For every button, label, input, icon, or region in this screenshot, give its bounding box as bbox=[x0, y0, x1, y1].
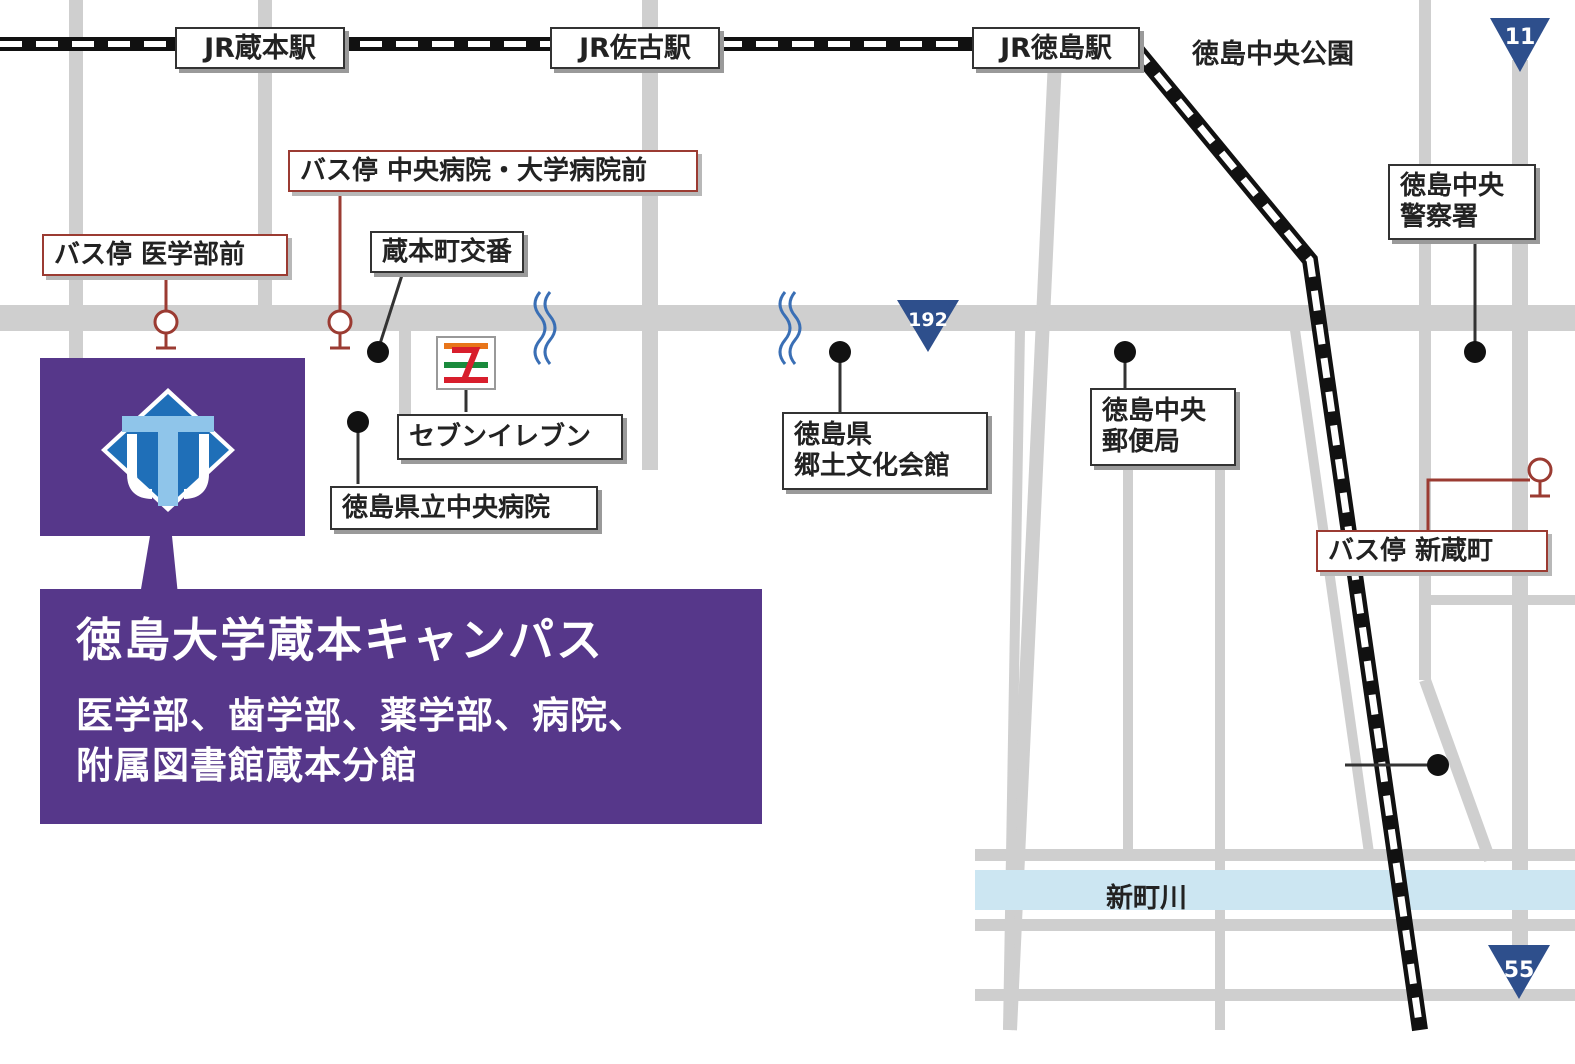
koban-dot bbox=[367, 341, 389, 363]
junction-dot bbox=[1427, 754, 1449, 776]
bus-stop-pin-chuo bbox=[327, 309, 353, 335]
campus-name: 徳島大学蔵本キャンパス bbox=[76, 613, 604, 667]
river-label: 新町川 bbox=[1106, 883, 1187, 914]
landmark-label-police[interactable]: 徳島中央 警察署 bbox=[1388, 164, 1536, 240]
landmark-dots bbox=[347, 341, 1486, 776]
route-11-number: 11 bbox=[1505, 25, 1536, 50]
bus-stop-label-shinkuramachi[interactable]: バス停 新蔵町 bbox=[1316, 530, 1548, 572]
route-192-shield bbox=[897, 300, 959, 352]
landmark-label-post-office[interactable]: 徳島中央 郵便局 bbox=[1090, 388, 1236, 466]
route-11-shield bbox=[1490, 18, 1550, 72]
wave-marks bbox=[533, 291, 802, 365]
police-line2: 警察署 bbox=[1400, 202, 1479, 232]
post-line2: 郵便局 bbox=[1102, 427, 1181, 457]
bus-stop-pins bbox=[153, 192, 1553, 540]
post-office-dot bbox=[1114, 341, 1136, 363]
campus-faculties-line1: 医学部、歯学部、薬学部、病院、 bbox=[76, 694, 646, 737]
station-label-kuramoto[interactable]: JR蔵本駅 bbox=[175, 27, 345, 69]
hospital-dot bbox=[347, 411, 369, 433]
station-label-sako[interactable]: JR佐古駅 bbox=[550, 27, 720, 69]
station-label-tokushima[interactable]: JR徳島駅 bbox=[972, 27, 1140, 69]
route-shields: 11 192 55 bbox=[897, 18, 1550, 999]
landmark-label-bunka-kaikan[interactable]: 徳島県 郷土文化会館 bbox=[782, 412, 988, 490]
bus-stop-pin-shinkuramachi bbox=[1527, 457, 1553, 483]
campus-faculties-line2: 附属図書館蔵本分館 bbox=[76, 743, 418, 787]
shinmachi-river bbox=[975, 870, 1575, 910]
post-line1: 徳島中央 bbox=[1102, 395, 1207, 426]
campus-info-box[interactable]: 徳島大学蔵本キャンパス 医学部、歯学部、薬学部、病院、 附属図書館蔵本分館 bbox=[40, 589, 762, 824]
campus-callout-pointer bbox=[140, 536, 178, 595]
seven-eleven-logo bbox=[436, 336, 496, 390]
route-55-number: 55 bbox=[1504, 958, 1535, 983]
bunka-line1: 徳島県 bbox=[794, 419, 873, 450]
bunka-dot bbox=[829, 341, 851, 363]
route-192-number: 192 bbox=[908, 309, 948, 331]
campus-logo-box bbox=[40, 358, 305, 536]
bus-stop-label-igakubu[interactable]: バス停 医学部前 bbox=[42, 234, 288, 276]
bus-stop-label-chuo-byoin[interactable]: バス停 中央病院・大学病院前 bbox=[288, 150, 698, 192]
bunka-line2: 郷土文化会館 bbox=[794, 451, 951, 481]
park-label: 徳島中央公園 bbox=[1192, 39, 1354, 70]
university-logo-icon bbox=[101, 388, 235, 512]
police-dot bbox=[1464, 341, 1486, 363]
police-line1: 徳島中央 bbox=[1400, 170, 1505, 201]
landmark-label-koban[interactable]: 蔵本町交番 bbox=[370, 231, 525, 273]
landmark-label-seven-eleven[interactable]: セブンイレブン bbox=[397, 414, 623, 460]
bus-stop-pin-igakubu bbox=[153, 309, 179, 335]
landmark-label-hospital[interactable]: 徳島県立中央病院 bbox=[330, 486, 598, 530]
route-55-shield bbox=[1488, 945, 1550, 999]
